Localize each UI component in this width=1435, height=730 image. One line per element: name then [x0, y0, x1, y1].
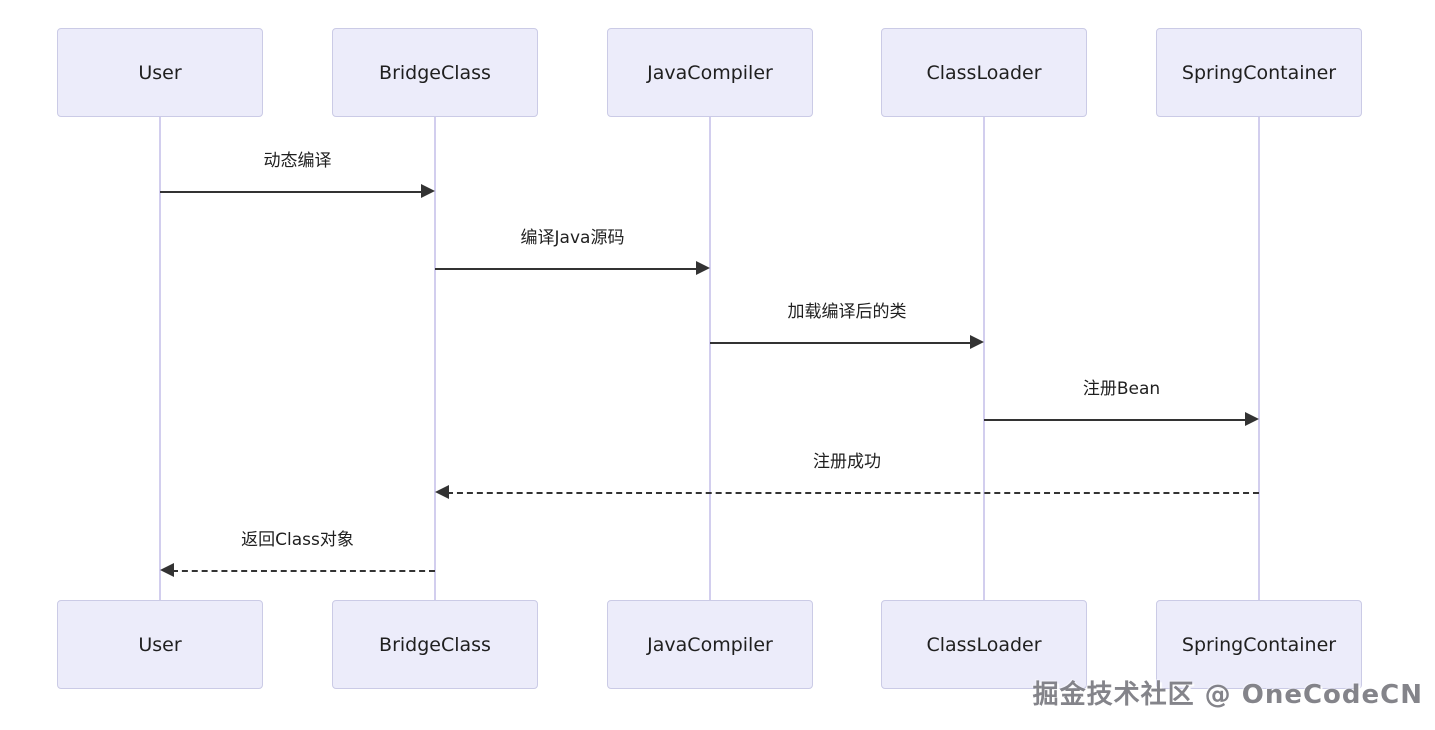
watermark-text: 掘金技术社区 @ OneCodeCN — [1032, 680, 1423, 710]
lifeline-bridgeclass — [434, 117, 436, 600]
participant-bottom-user: User — [57, 600, 263, 689]
participant-bottom-bridgeclass: BridgeClass — [332, 600, 538, 689]
message-label-3: 加载编译后的类 — [787, 302, 907, 322]
participant-top-classloader: ClassLoader — [881, 28, 1087, 117]
participant-label: SpringContainer — [1181, 61, 1337, 84]
message-line-1 — [160, 191, 423, 193]
participant-label: BridgeClass — [379, 633, 491, 656]
message-line-5 — [447, 492, 1259, 494]
participant-label: JavaCompiler — [647, 633, 773, 656]
participant-bottom-javacompiler: JavaCompiler — [607, 600, 813, 689]
lifeline-springcontainer — [1258, 117, 1260, 600]
arrowhead-icon — [160, 563, 174, 577]
participant-label: ClassLoader — [926, 61, 1042, 84]
participant-label: User — [138, 633, 182, 656]
participant-label: User — [138, 61, 182, 84]
arrowhead-icon — [435, 485, 449, 499]
message-line-3 — [710, 342, 972, 344]
participant-label: BridgeClass — [379, 61, 491, 84]
arrowhead-icon — [421, 184, 435, 198]
arrowhead-icon — [1245, 412, 1259, 426]
lifeline-classloader — [983, 117, 985, 600]
lifeline-javacompiler — [709, 117, 711, 600]
participant-label: ClassLoader — [926, 633, 1042, 656]
message-line-6 — [172, 570, 435, 572]
message-label-4: 注册Bean — [1082, 379, 1161, 399]
lifeline-user — [159, 117, 161, 600]
message-label-6: 返回Class对象 — [241, 530, 354, 550]
participant-top-bridgeclass: BridgeClass — [332, 28, 538, 117]
message-label-1: 动态编译 — [263, 151, 332, 171]
participant-label: JavaCompiler — [647, 61, 773, 84]
message-line-4 — [984, 419, 1247, 421]
participant-top-user: User — [57, 28, 263, 117]
participant-top-springcontainer: SpringContainer — [1156, 28, 1362, 117]
message-line-2 — [435, 268, 698, 270]
arrowhead-icon — [970, 335, 984, 349]
participant-bottom-springcontainer: SpringContainer — [1156, 600, 1362, 689]
participant-bottom-classloader: ClassLoader — [881, 600, 1087, 689]
message-label-2: 编译Java源码 — [520, 228, 625, 248]
participant-top-javacompiler: JavaCompiler — [607, 28, 813, 117]
arrowhead-icon — [696, 261, 710, 275]
message-label-5: 注册成功 — [813, 452, 881, 472]
participant-label: SpringContainer — [1181, 633, 1337, 656]
